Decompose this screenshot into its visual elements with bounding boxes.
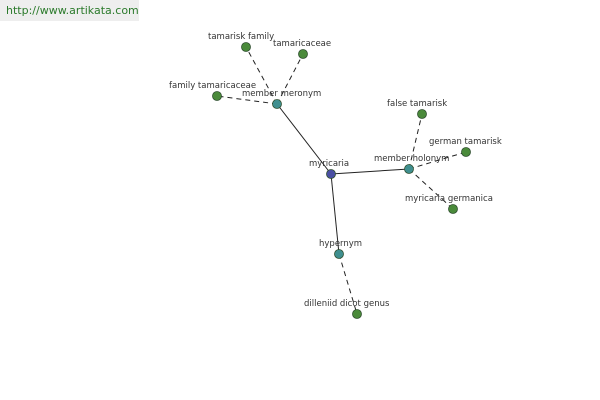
leaf-node-family-tamaricaceae[interactable]	[212, 91, 222, 101]
edge-myricaria-member-holonym	[330, 168, 410, 175]
leaf-node-myricaria-germanica[interactable]	[448, 204, 458, 214]
relation-label-member-holonym[interactable]: member holonym	[374, 154, 449, 164]
leaf-node-dilleniid-dicot-genus[interactable]	[352, 309, 362, 319]
relation-label-member-meronym[interactable]: member meronym	[242, 89, 321, 99]
graph-edges	[216, 46, 467, 315]
relation-node-member-meronym[interactable]	[272, 99, 282, 109]
relation-node-member-holonym[interactable]	[404, 164, 414, 174]
leaf-label-tamaricaceae[interactable]: tamaricaceae	[273, 39, 331, 49]
leaf-node-german-tamarisk[interactable]	[461, 147, 471, 157]
leaf-label-myricaria-germanica[interactable]: myricaria germanica	[405, 194, 493, 204]
graph-nodes	[212, 42, 471, 319]
leaf-label-false-tamarisk[interactable]: false tamarisk	[387, 99, 447, 109]
edge-hypernym-dilleniid-dicot-genus	[338, 253, 358, 315]
url-banner[interactable]: http://www.artikata.com	[0, 0, 139, 21]
edge-member-meronym-family-tamaricaceae	[216, 95, 278, 105]
leaf-label-family-tamaricaceae[interactable]: family tamaricaceae	[169, 81, 256, 91]
leaf-node-tamaricaceae[interactable]	[298, 49, 308, 59]
center-node-myricaria[interactable]	[326, 169, 336, 179]
center-label-myricaria[interactable]: myricaria	[309, 159, 349, 169]
edge-member-holonym-german-tamarisk	[408, 151, 467, 170]
leaf-label-tamarisk-family[interactable]: tamarisk family	[208, 32, 274, 42]
edge-myricaria-hypernym	[330, 173, 340, 255]
leaf-node-false-tamarisk[interactable]	[417, 109, 427, 119]
edge-myricaria-member-meronym	[276, 103, 332, 175]
leaf-node-tamarisk-family[interactable]	[241, 42, 251, 52]
edge-member-meronym-tamaricaceae	[276, 53, 304, 105]
edge-member-holonym-myricaria-germanica	[408, 168, 454, 210]
leaf-label-german-tamarisk[interactable]: german tamarisk	[429, 137, 502, 147]
relation-node-hypernym[interactable]	[334, 249, 344, 259]
edge-member-meronym-tamarisk-family	[245, 46, 278, 105]
relation-label-hypernym[interactable]: hypernym	[319, 239, 362, 249]
leaf-label-dilleniid-dicot-genus[interactable]: dilleniid dicot genus	[304, 299, 390, 309]
edge-member-holonym-false-tamarisk	[408, 113, 423, 170]
